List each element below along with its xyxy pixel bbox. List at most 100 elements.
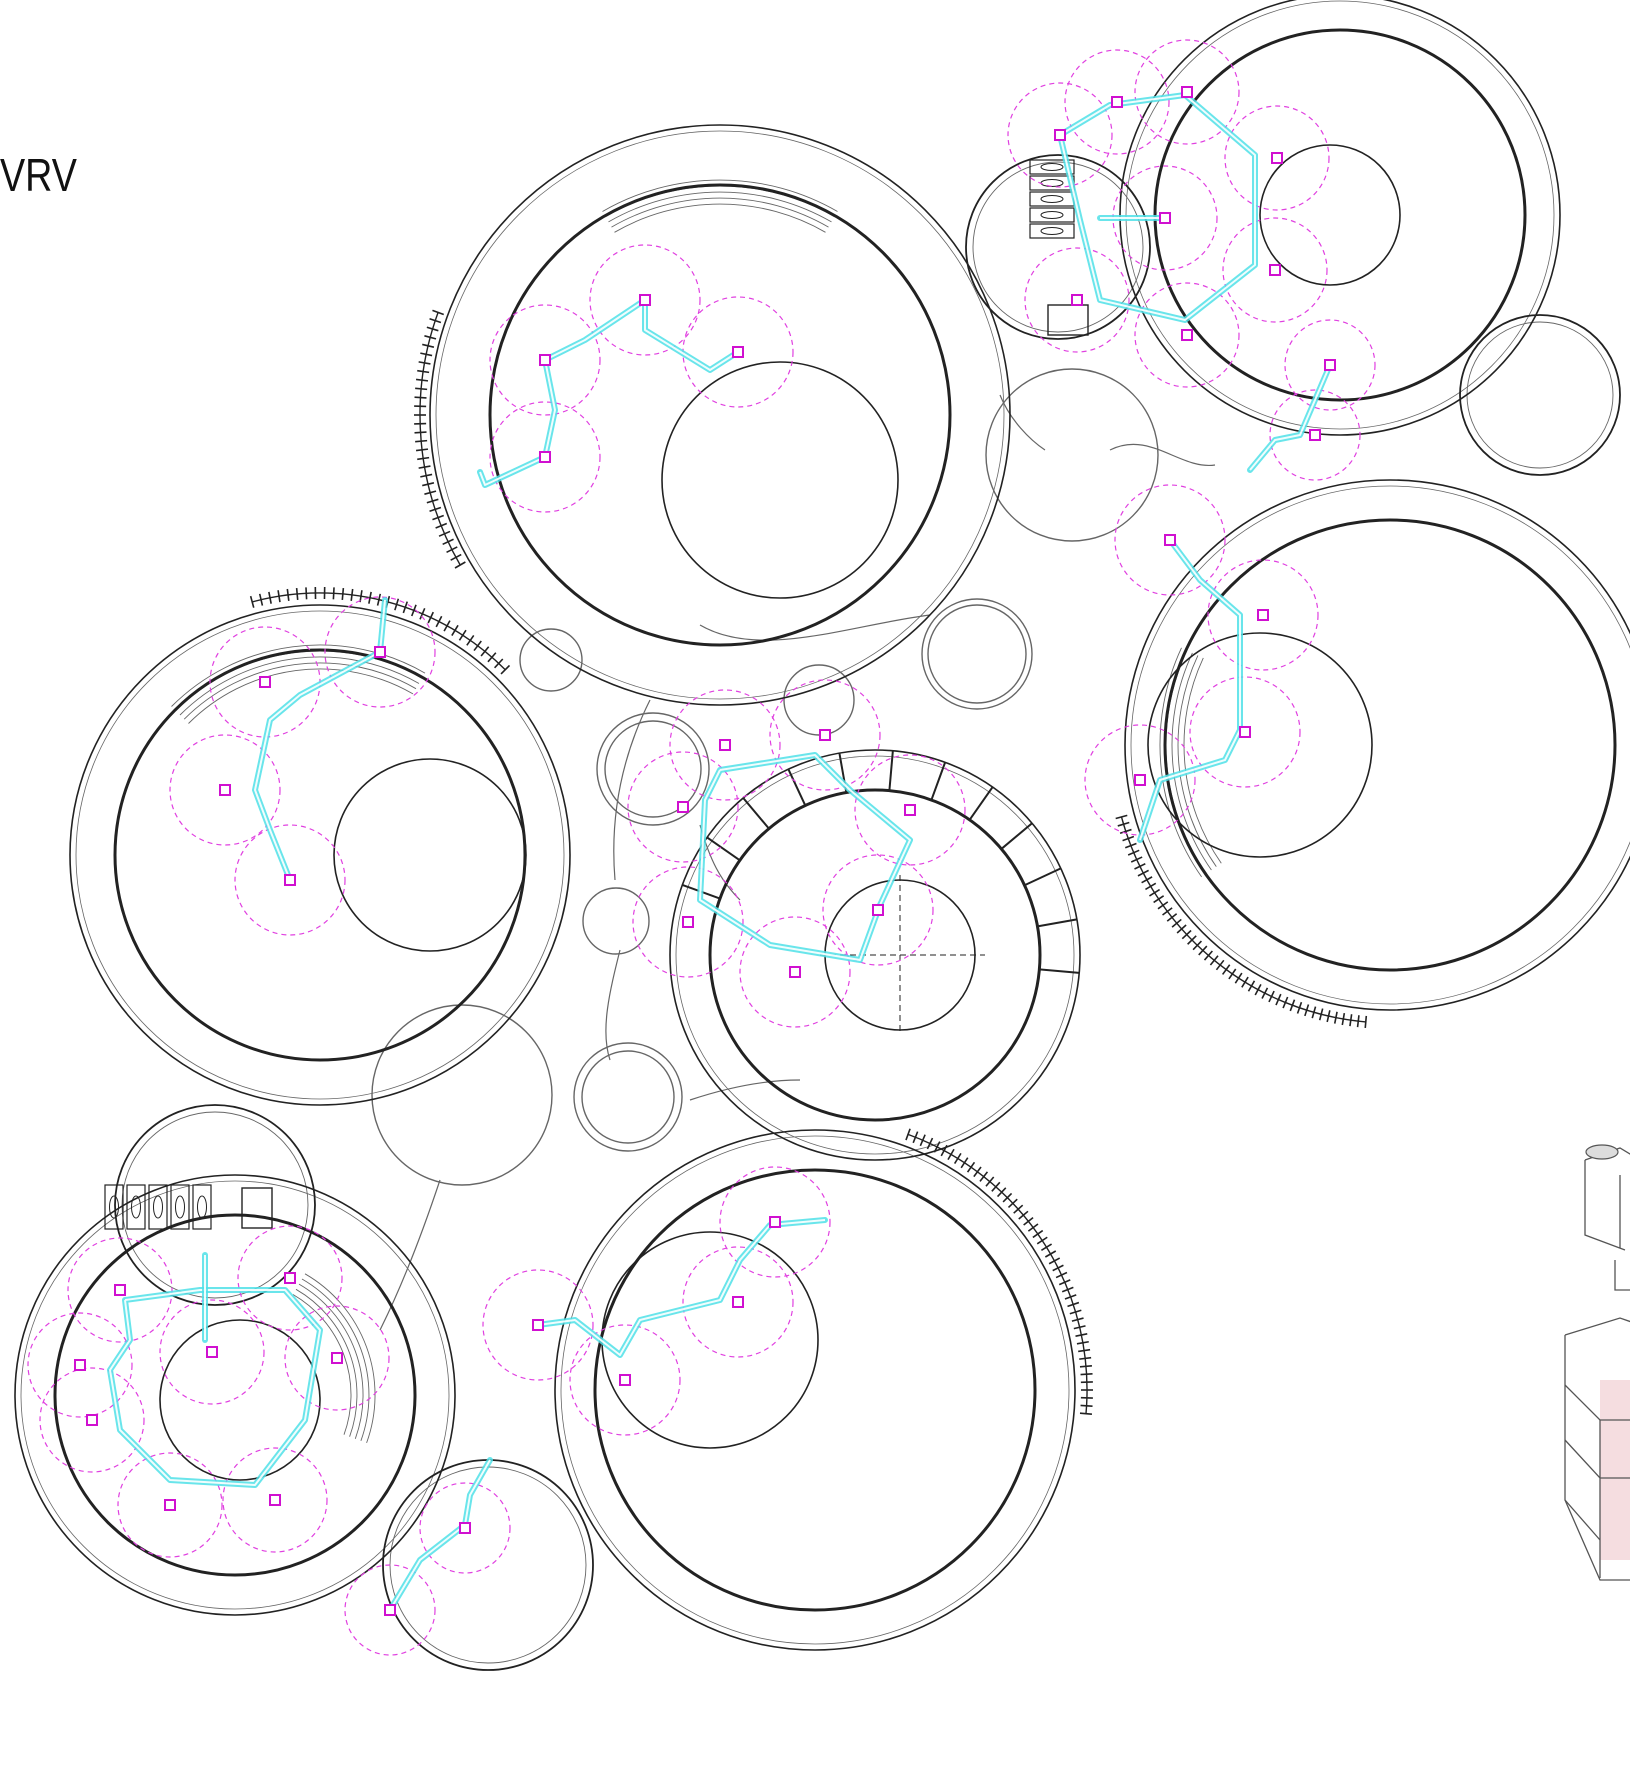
axonometric-unit-detail: [1564, 1144, 1630, 1581]
pod-southwest-outer-wall: [14, 1174, 456, 1616]
duct-north-core: [479, 299, 739, 486]
pod-northeast-outer-wall: [1119, 0, 1561, 436]
courtyard-circle-0: [985, 368, 1159, 542]
annex-southwest-restroom: [114, 1104, 316, 1306]
duct-south: [535, 1217, 828, 1358]
diffuser-center-5-coverage: [632, 866, 744, 978]
diffuser-center-3: [872, 904, 884, 916]
center-partition-11: [1039, 968, 1080, 974]
diffuser-center-0: [719, 739, 731, 751]
tier-0-2: [608, 191, 832, 223]
tier-1-2: [179, 656, 420, 716]
ne-stall-fixture-3: [1040, 211, 1064, 219]
tier-3-0: [304, 1273, 376, 1444]
center-partition-5: [888, 750, 894, 791]
diffuser-south-annex-0: [384, 1604, 396, 1616]
diffuser-southwest-7-coverage: [159, 1299, 265, 1405]
diffuser-west-3: [284, 874, 296, 886]
diffuser-southwest-3-coverage: [117, 1452, 223, 1558]
diffuser-northeast-2: [1181, 86, 1193, 98]
diffuser-southwest-2-coverage: [39, 1367, 145, 1473]
diffuser-north-0: [539, 451, 551, 463]
diffuser-northeast-4-coverage: [1222, 217, 1328, 323]
rail-north-west: [432, 309, 445, 316]
diffuser-northeast-6-coverage: [1024, 247, 1130, 353]
diffuser-southwest-3: [164, 1499, 176, 1511]
diffuser-south-2: [732, 1296, 744, 1308]
pod-west-outer-wall: [69, 604, 571, 1106]
courtyard-circle-4: [582, 887, 650, 955]
axon-line-4: [1564, 1317, 1630, 1336]
diffuser-north-1: [539, 354, 551, 366]
pod-northeast-inner-wall: [1153, 28, 1527, 402]
diffuser-east-0: [1164, 534, 1176, 546]
tier-3-1: [301, 1278, 370, 1441]
tier-3-2: [298, 1283, 364, 1439]
diffuser-southwest-5-coverage: [284, 1305, 390, 1411]
sw-stall-4: [192, 1184, 212, 1230]
duct-center-loop: [697, 752, 913, 963]
pod-southwest-outer-wall-inner: [20, 1180, 450, 1610]
pod-center-outer-wall-inner: [675, 755, 1075, 1155]
secondary-lines: [20, 0, 1630, 1664]
sw-stall-fixture-0: [109, 1195, 119, 1219]
diffuser-west-0-coverage: [324, 596, 436, 708]
diffuser-northeast-3-coverage: [1224, 105, 1330, 211]
rail-east-bottom: [1115, 814, 1128, 820]
sw-stall-0: [104, 1184, 124, 1230]
axon-line-5: [1564, 1335, 1601, 1541]
tier-0-4: [614, 203, 826, 233]
courtyard-circle-5: [921, 598, 1033, 710]
diffuser-southwest-5: [331, 1352, 343, 1364]
duct-center-loop-core: [699, 754, 911, 961]
ne-stall-0: [1029, 159, 1075, 175]
diffuser-center-4-coverage: [739, 916, 851, 1028]
pod-north-inner-wall: [488, 183, 952, 647]
sw-stall-2: [148, 1184, 168, 1230]
diffuser-east-0-coverage: [1114, 484, 1226, 596]
rail-south-east-rail: [907, 1133, 1088, 1414]
diffuser-southwest-0: [114, 1284, 126, 1296]
pod-east-void: [1147, 632, 1373, 858]
pod-west-void: [333, 758, 527, 952]
diffuser-south-0: [532, 1319, 544, 1331]
pod-southwest-void: [159, 1319, 321, 1481]
pod-southwest-inner-wall: [53, 1213, 417, 1577]
axon-highlight: [1600, 1380, 1630, 1560]
annex-east-small-inner: [1466, 321, 1614, 469]
sw-stall-fixture-2: [153, 1195, 163, 1219]
pod-north-void: [661, 361, 899, 599]
duct-east-core: [1139, 539, 1241, 841]
axon-line-3: [1614, 1260, 1630, 1291]
diffuser-center-1: [819, 729, 831, 741]
diffuser-center-2: [904, 804, 916, 816]
diffuser-east-2: [1239, 726, 1251, 738]
ne-stall-fixture-4: [1040, 227, 1064, 235]
courtyard-circle-2: [519, 628, 583, 692]
diffuser-north-2-coverage: [589, 244, 701, 356]
pod-west-inner-wall: [113, 648, 527, 1062]
duct-east-annex-core: [1249, 364, 1331, 471]
center-partition-8: [1000, 822, 1033, 850]
duct-west: [252, 597, 388, 883]
courtyard-circle-1: [371, 1004, 553, 1186]
center-partition-3: [787, 768, 807, 806]
path-line-6: [379, 1179, 441, 1331]
axon-fan-unit-icon: [1585, 1144, 1619, 1160]
rail-south-east: [1079, 1412, 1093, 1416]
diffuser-center-6: [677, 801, 689, 813]
path-line-4: [1109, 443, 1216, 466]
pod-east-outer-wall: [1124, 479, 1630, 1011]
diffuser-east-annex-0: [1324, 359, 1336, 371]
courtyard-circle-6: [927, 604, 1027, 704]
diffuser-east-annex-1: [1309, 429, 1321, 441]
ne-stall-2: [1029, 191, 1075, 207]
duct-southwest-loop: [107, 1287, 323, 1488]
diffuser-southwest-2: [86, 1414, 98, 1426]
tier-2-2: [1171, 652, 1212, 871]
plan-title: VRV: [0, 149, 77, 201]
center-partition-1: [706, 836, 741, 862]
diffuser-northeast-0: [1054, 129, 1066, 141]
tier-1-0: [171, 644, 426, 707]
annex-northeast-restroom-inner: [972, 161, 1144, 333]
